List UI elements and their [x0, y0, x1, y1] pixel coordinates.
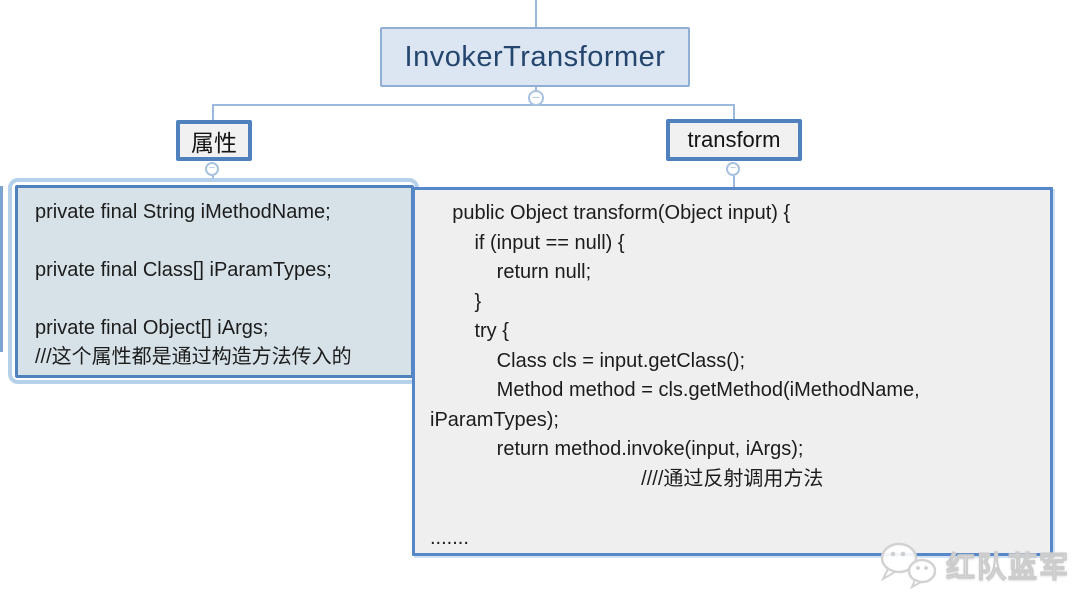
topic-invokertransformer-label: InvokerTransformer	[404, 40, 666, 73]
code-line	[35, 227, 405, 256]
topic-attributes[interactable]: 属性	[176, 120, 252, 161]
watermark: 红队蓝军	[878, 540, 1078, 590]
connector-transform-stub	[733, 176, 735, 187]
code-line: .......	[430, 526, 469, 549]
collapse-button-root[interactable]: −	[528, 90, 544, 106]
cutoff-node-edge	[0, 186, 3, 352]
connector-rail	[212, 104, 735, 106]
code-line: private final String iMethodName;	[35, 201, 331, 223]
code-line: try {	[430, 320, 509, 342]
topic-transform-label: transform	[687, 127, 781, 152]
code-line	[35, 285, 405, 314]
connector-root-stub	[535, 87, 537, 91]
watermark-text: 红队蓝军	[945, 552, 1071, 585]
connector-drop-attr	[212, 104, 214, 121]
code-line: Class cls = input.getClass();	[430, 349, 746, 372]
topic-transform[interactable]: transform	[666, 119, 802, 161]
wechat-icon	[878, 541, 940, 590]
topic-invokertransformer[interactable]: InvokerTransformer	[380, 27, 690, 87]
topic-attributes-label: 属性	[191, 129, 237, 156]
code-line: }	[430, 290, 482, 313]
code-line: ///这个属性都是通过构造方法传入的	[35, 346, 352, 368]
connector-drop-transform	[733, 104, 735, 121]
attributes-code-block[interactable]: private final String iMethodName; privat…	[15, 185, 414, 378]
code-line: private final Class[] iParamTypes;	[35, 259, 332, 281]
minus-icon: −	[532, 90, 540, 105]
code-line: if (input == null) {	[430, 231, 625, 254]
collapse-button-attributes[interactable]: −	[205, 162, 219, 176]
minus-icon: −	[208, 162, 216, 174]
code-line: private final Object[] iArgs;	[35, 317, 269, 339]
transform-code-block[interactable]: public Object transform(Object input) { …	[412, 187, 1053, 556]
code-line: public Object transform(Object input) {	[430, 202, 791, 224]
collapse-button-transform[interactable]: −	[726, 162, 740, 176]
code-line: return method.invoke(input, iArgs);	[430, 438, 804, 460]
code-line: ////通过反射调用方法	[430, 467, 824, 490]
connector-root-parent	[535, 0, 537, 27]
code-line: iParamTypes);	[430, 408, 559, 431]
code-line: return null;	[430, 261, 592, 283]
code-line: Method method = cls.getMethod(iMethodNam…	[430, 379, 920, 401]
minus-icon: −	[729, 162, 737, 174]
code-line	[430, 494, 1044, 524]
